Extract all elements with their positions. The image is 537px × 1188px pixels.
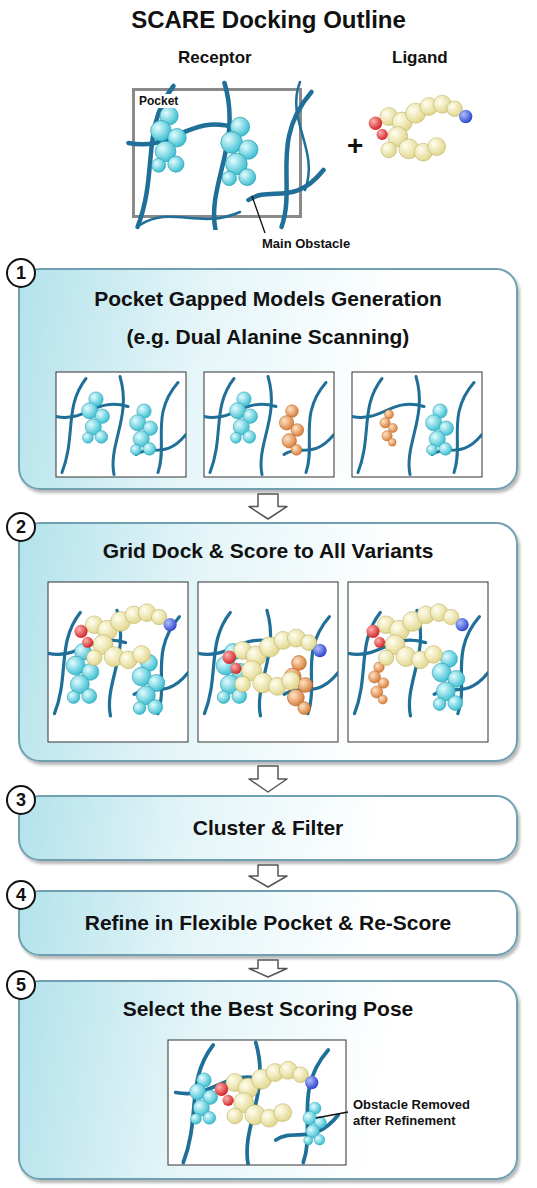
flow-arrow — [249, 766, 287, 792]
node-heading: Pocket Gapped Models Generation — [32, 286, 504, 312]
node-heading: 5 — [16, 975, 26, 995]
flow-arrow — [249, 960, 287, 977]
plus-sign: + — [347, 130, 363, 161]
flow-arrow — [249, 494, 287, 519]
node-heading: Cluster & Filter — [32, 815, 504, 841]
step-number-circle: 3 — [6, 785, 36, 815]
node-heading: Grid Dock & Score to All Variants — [32, 538, 504, 564]
section-label: Ligand — [392, 48, 448, 67]
node-subheading: (e.g. Dual Alanine Scanning) — [32, 324, 504, 350]
node-heading: Refine in Flexible Pocket & Re-Score — [32, 910, 504, 936]
step-number-circle: 4 — [6, 880, 36, 910]
node-heading: Select the Best Scoring Pose — [32, 996, 504, 1022]
node-heading: 2 — [16, 517, 26, 537]
step-box: Refine in Flexible Pocket & Re-Score4 — [18, 890, 518, 956]
label-wrap: Main Obstacle — [262, 236, 350, 251]
node-heading: 3 — [16, 790, 26, 810]
node-heading: 1 — [16, 263, 26, 283]
step-box: Cluster & Filter3 — [18, 795, 518, 861]
step-number-circle: 2 — [6, 512, 36, 542]
diagram-title: SCARE Docking Outline — [131, 6, 406, 33]
node-heading: 4 — [16, 885, 26, 905]
callout-label: Main Obstacle — [262, 236, 350, 251]
node-heading: Pocket — [137, 94, 180, 108]
label-wrap: Receptor — [178, 48, 252, 68]
label-wrap: Ligand — [392, 48, 448, 68]
callout-label: Obstacle Removed after Refinement — [353, 1097, 470, 1128]
title-wrap: SCARE Docking Outline — [0, 6, 537, 34]
flow-arrow — [249, 865, 287, 887]
step-number-circle: 1 — [6, 258, 36, 288]
section-label: Receptor — [178, 48, 252, 67]
label-wrap: + — [347, 130, 363, 162]
step-number-circle: 5 — [6, 970, 36, 1000]
